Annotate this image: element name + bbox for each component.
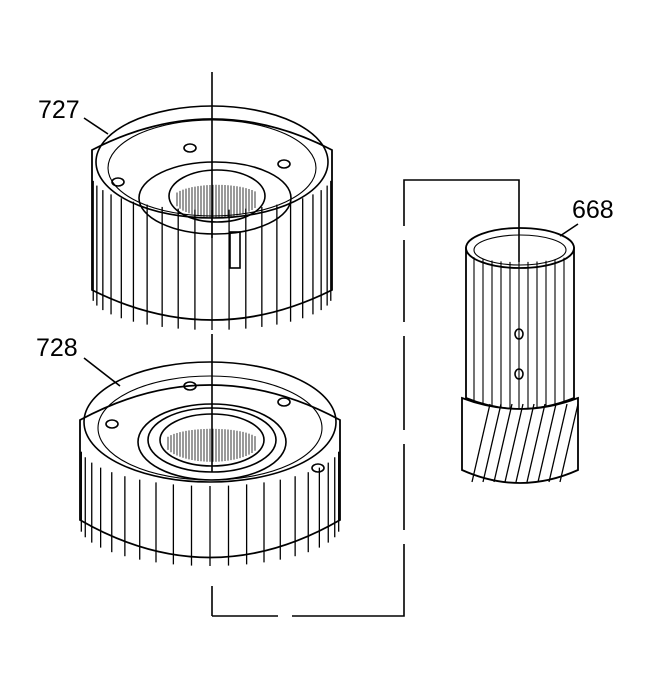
part-728-bore-splines [167,428,256,462]
part-668-gear-shaft [461,227,579,484]
assembly-center-lines [211,72,520,618]
label-727: 727 [38,96,80,124]
leader-727 [83,117,109,135]
part-668-sleeve-splines [473,257,565,408]
leader-668 [559,223,579,237]
part-728-splines [80,451,340,566]
part-727-bore-splines [176,184,256,218]
label-728: 728 [36,334,78,362]
part-727-splines [92,180,332,330]
part-728-clutch-hub [79,361,341,566]
label-668: 668 [572,196,614,224]
callouts: 727 728 668 [36,96,614,387]
leader-728 [83,357,121,387]
part-668-helical-teeth [471,403,579,483]
